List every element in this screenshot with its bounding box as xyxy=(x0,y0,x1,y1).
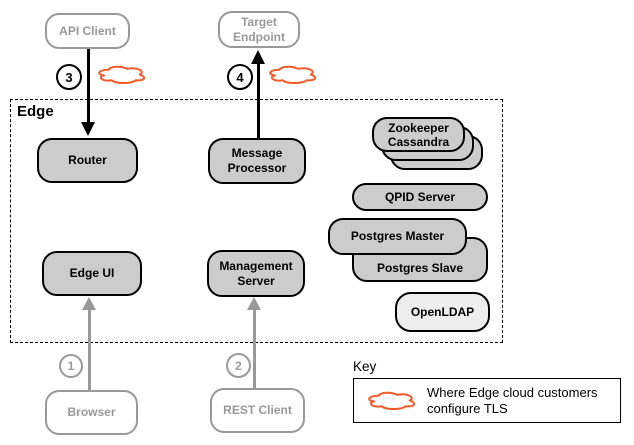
arrow-api-client-to-router-head xyxy=(81,122,95,136)
marker-2-number: 2 xyxy=(235,358,242,373)
router-label: Router xyxy=(68,153,107,167)
arrow-browser-to-edge-ui-head xyxy=(82,297,96,310)
tls-cloud-icon xyxy=(368,391,415,411)
key-legend-text-line1: Where Edge cloud customers xyxy=(427,384,598,400)
arrow-browser-to-edge-ui-line xyxy=(88,309,91,390)
key-legend-text: Where Edge cloud customers configure TLS xyxy=(427,385,598,417)
marker-1-number: 1 xyxy=(67,359,75,373)
marker-4-circle: 4 xyxy=(227,64,253,90)
marker-4-number: 4 xyxy=(236,69,244,85)
message-processor-node: Message Processor xyxy=(208,138,306,184)
marker-3-circle: 3 xyxy=(56,64,82,90)
cassandra-label: Cassandra xyxy=(387,134,450,149)
arrow-message-processor-to-target-head xyxy=(251,50,265,64)
marker-3-number: 3 xyxy=(65,69,73,85)
zookeeper-cassandra-node: Zookeeper Cassandra xyxy=(372,117,465,152)
rest-client-label: REST Client xyxy=(223,403,292,417)
zookeeper-label: Zookeeper xyxy=(388,120,449,135)
key-title: Key xyxy=(353,359,377,374)
marker-2-circle: 2 xyxy=(226,353,251,378)
arrow-api-client-to-router-line xyxy=(87,49,90,123)
management-server-node: Management Server xyxy=(207,250,305,297)
target-endpoint-label-line1: Target xyxy=(241,14,277,29)
key-legend-box: Where Edge cloud customers configure TLS xyxy=(353,378,621,423)
arrow-message-processor-to-target-line xyxy=(257,63,260,138)
edge-ui-node: Edge UI xyxy=(42,251,142,296)
edge-group-boundary: Edge xyxy=(10,99,503,343)
openldap-node: OpenLDAP xyxy=(395,292,490,332)
management-server-label-line2: Server xyxy=(237,273,275,288)
edge-group-label: Edge xyxy=(17,103,54,120)
browser-label: Browser xyxy=(67,405,116,419)
openldap-label: OpenLDAP xyxy=(410,304,475,319)
tls-cloud-icon xyxy=(98,65,145,85)
api-client-node: API Client xyxy=(45,13,130,49)
postgres-master-label: Postgres Master xyxy=(350,229,445,243)
arrow-rest-client-to-management-line xyxy=(253,309,256,388)
rest-client-node: REST Client xyxy=(210,388,305,433)
api-client-label: API Client xyxy=(59,23,116,38)
edge-ui-label: Edge UI xyxy=(69,266,115,280)
qpid-server-label: QPID Server xyxy=(384,189,456,204)
marker-1-circle: 1 xyxy=(59,354,83,378)
postgres-slave-label: Postgres Slave xyxy=(376,261,464,275)
message-processor-label-line1: Message xyxy=(231,146,283,160)
message-processor-label-line2: Processor xyxy=(227,161,287,175)
arrow-rest-client-to-management-head xyxy=(247,297,261,310)
postgres-master-node: Postgres Master xyxy=(328,218,467,255)
management-server-label-line1: Management xyxy=(219,258,293,273)
browser-node: Browser xyxy=(45,390,138,435)
target-endpoint-node: Target Endpoint xyxy=(218,11,300,48)
target-endpoint-label-line2: Endpoint xyxy=(233,29,285,44)
tls-cloud-icon xyxy=(269,65,316,85)
qpid-server-node: QPID Server xyxy=(352,183,488,211)
key-legend-text-line2: configure TLS xyxy=(427,400,508,416)
router-node: Router xyxy=(37,138,138,183)
